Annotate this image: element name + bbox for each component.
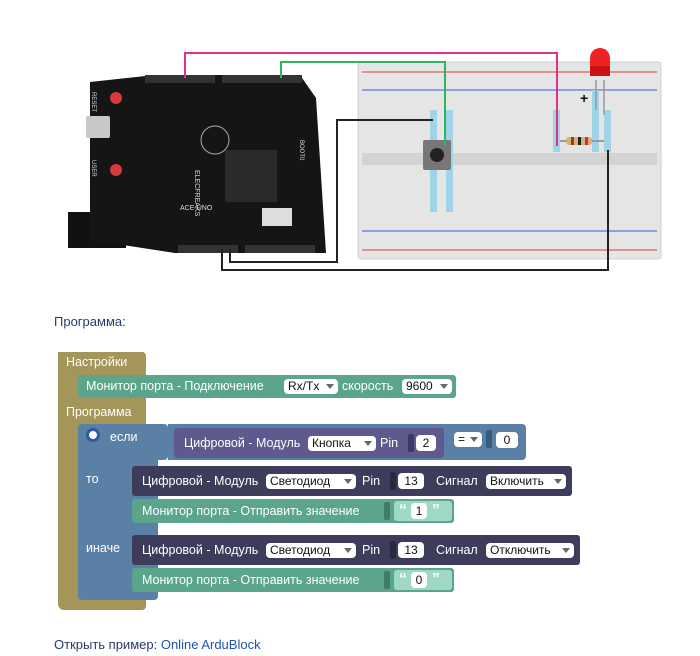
- silk-brand: ELECFREAKS: [193, 170, 200, 217]
- serial-connect-label: Монитор порта - Подключение: [86, 379, 264, 393]
- string-1-input[interactable]: 1: [411, 503, 427, 519]
- else-label: иначе: [86, 541, 121, 555]
- led-on-module-dropdown[interactable]: Светодиод: [266, 474, 356, 489]
- led-off-signal-label: Сигнал: [436, 543, 478, 557]
- silk-boot: BOOT0: [298, 140, 304, 161]
- silk-reset: RESET: [90, 92, 96, 112]
- operator-dropdown[interactable]: =: [454, 432, 482, 447]
- condition-pin-label: Pin: [380, 436, 399, 450]
- condition-pin-input[interactable]: 2: [416, 435, 436, 451]
- settings-header: Настройки: [66, 355, 128, 369]
- led-off-block[interactable]: Цифровой - Модуль Светодиод Pin 13 Сигна…: [132, 535, 580, 565]
- led-on-block[interactable]: Цифровой - Модуль Светодиод Pin 13 Сигна…: [132, 466, 572, 496]
- silk-user: USER: [90, 160, 96, 177]
- wires: [184, 52, 609, 271]
- ace-uno-board: RESET USER ACE-UNO ELECFREAKS BOOT0: [68, 75, 326, 253]
- open-example-label: Открыть пример:: [54, 637, 158, 652]
- condition-module-dropdown[interactable]: Кнопка: [308, 436, 376, 451]
- breadboard: [357, 61, 662, 260]
- led-off-signal-dropdown[interactable]: Отключить: [486, 543, 574, 558]
- led-on-signal-dropdown[interactable]: Включить: [486, 474, 566, 489]
- led: [590, 48, 610, 115]
- serial-port-dropdown[interactable]: Rx/Tx: [284, 379, 338, 394]
- silk-name: ACE-UNO: [180, 205, 213, 212]
- speed-dropdown[interactable]: 9600: [402, 379, 452, 394]
- program-header: Программа: [66, 405, 132, 419]
- gear-icon[interactable]: [86, 428, 100, 442]
- digital-read-label: Цифровой - Модуль: [184, 436, 301, 450]
- serial-print-1-label: Монитор порта - Отправить значение: [142, 504, 360, 518]
- serial-connect-block[interactable]: Монитор порта - Подключение Rx/Tx скорос…: [78, 375, 456, 398]
- led-on-pin-input[interactable]: 13: [398, 473, 424, 489]
- led-off-pin-label: Pin: [362, 543, 381, 557]
- plus-sign: +: [580, 90, 588, 106]
- if-label: если: [110, 430, 138, 444]
- string-value-1[interactable]: “ 1 ”: [394, 501, 452, 521]
- string-value-0[interactable]: “ 0 ”: [394, 570, 452, 590]
- online-ardublock-link[interactable]: Online ArduBlock: [160, 637, 261, 652]
- circuit-illustration: + RESET USER ACE-UNO ELECFREAKS BOOT0: [68, 48, 662, 271]
- serial-print-0-label: Монитор порта - Отправить значение: [142, 573, 360, 587]
- serial-print-1-block[interactable]: Монитор порта - Отправить значение “ 1 ”: [132, 499, 454, 523]
- led-on-label: Цифровой - Модуль: [142, 474, 259, 488]
- intro-text: Программа:: [54, 314, 126, 329]
- string-0-input[interactable]: 0: [411, 572, 427, 588]
- serial-print-0-block[interactable]: Монитор порта - Отправить значение “ 0 ”: [132, 568, 454, 592]
- resistor: [560, 137, 604, 145]
- speed-label: скорость: [342, 379, 394, 393]
- led-off-label: Цифровой - Модуль: [142, 543, 259, 557]
- footer-line: Открыть пример: Online ArduBlock: [54, 637, 261, 652]
- led-on-signal-label: Сигнал: [436, 474, 478, 488]
- compare-value-input[interactable]: 0: [496, 432, 518, 448]
- led-off-module-dropdown[interactable]: Светодиод: [266, 543, 356, 558]
- then-label: то: [86, 472, 99, 486]
- led-on-pin-label: Pin: [362, 474, 381, 488]
- led-off-pin-input[interactable]: 13: [398, 542, 424, 558]
- digital-read-block[interactable]: Цифровой - Модуль Кнопка Pin 2: [174, 428, 444, 458]
